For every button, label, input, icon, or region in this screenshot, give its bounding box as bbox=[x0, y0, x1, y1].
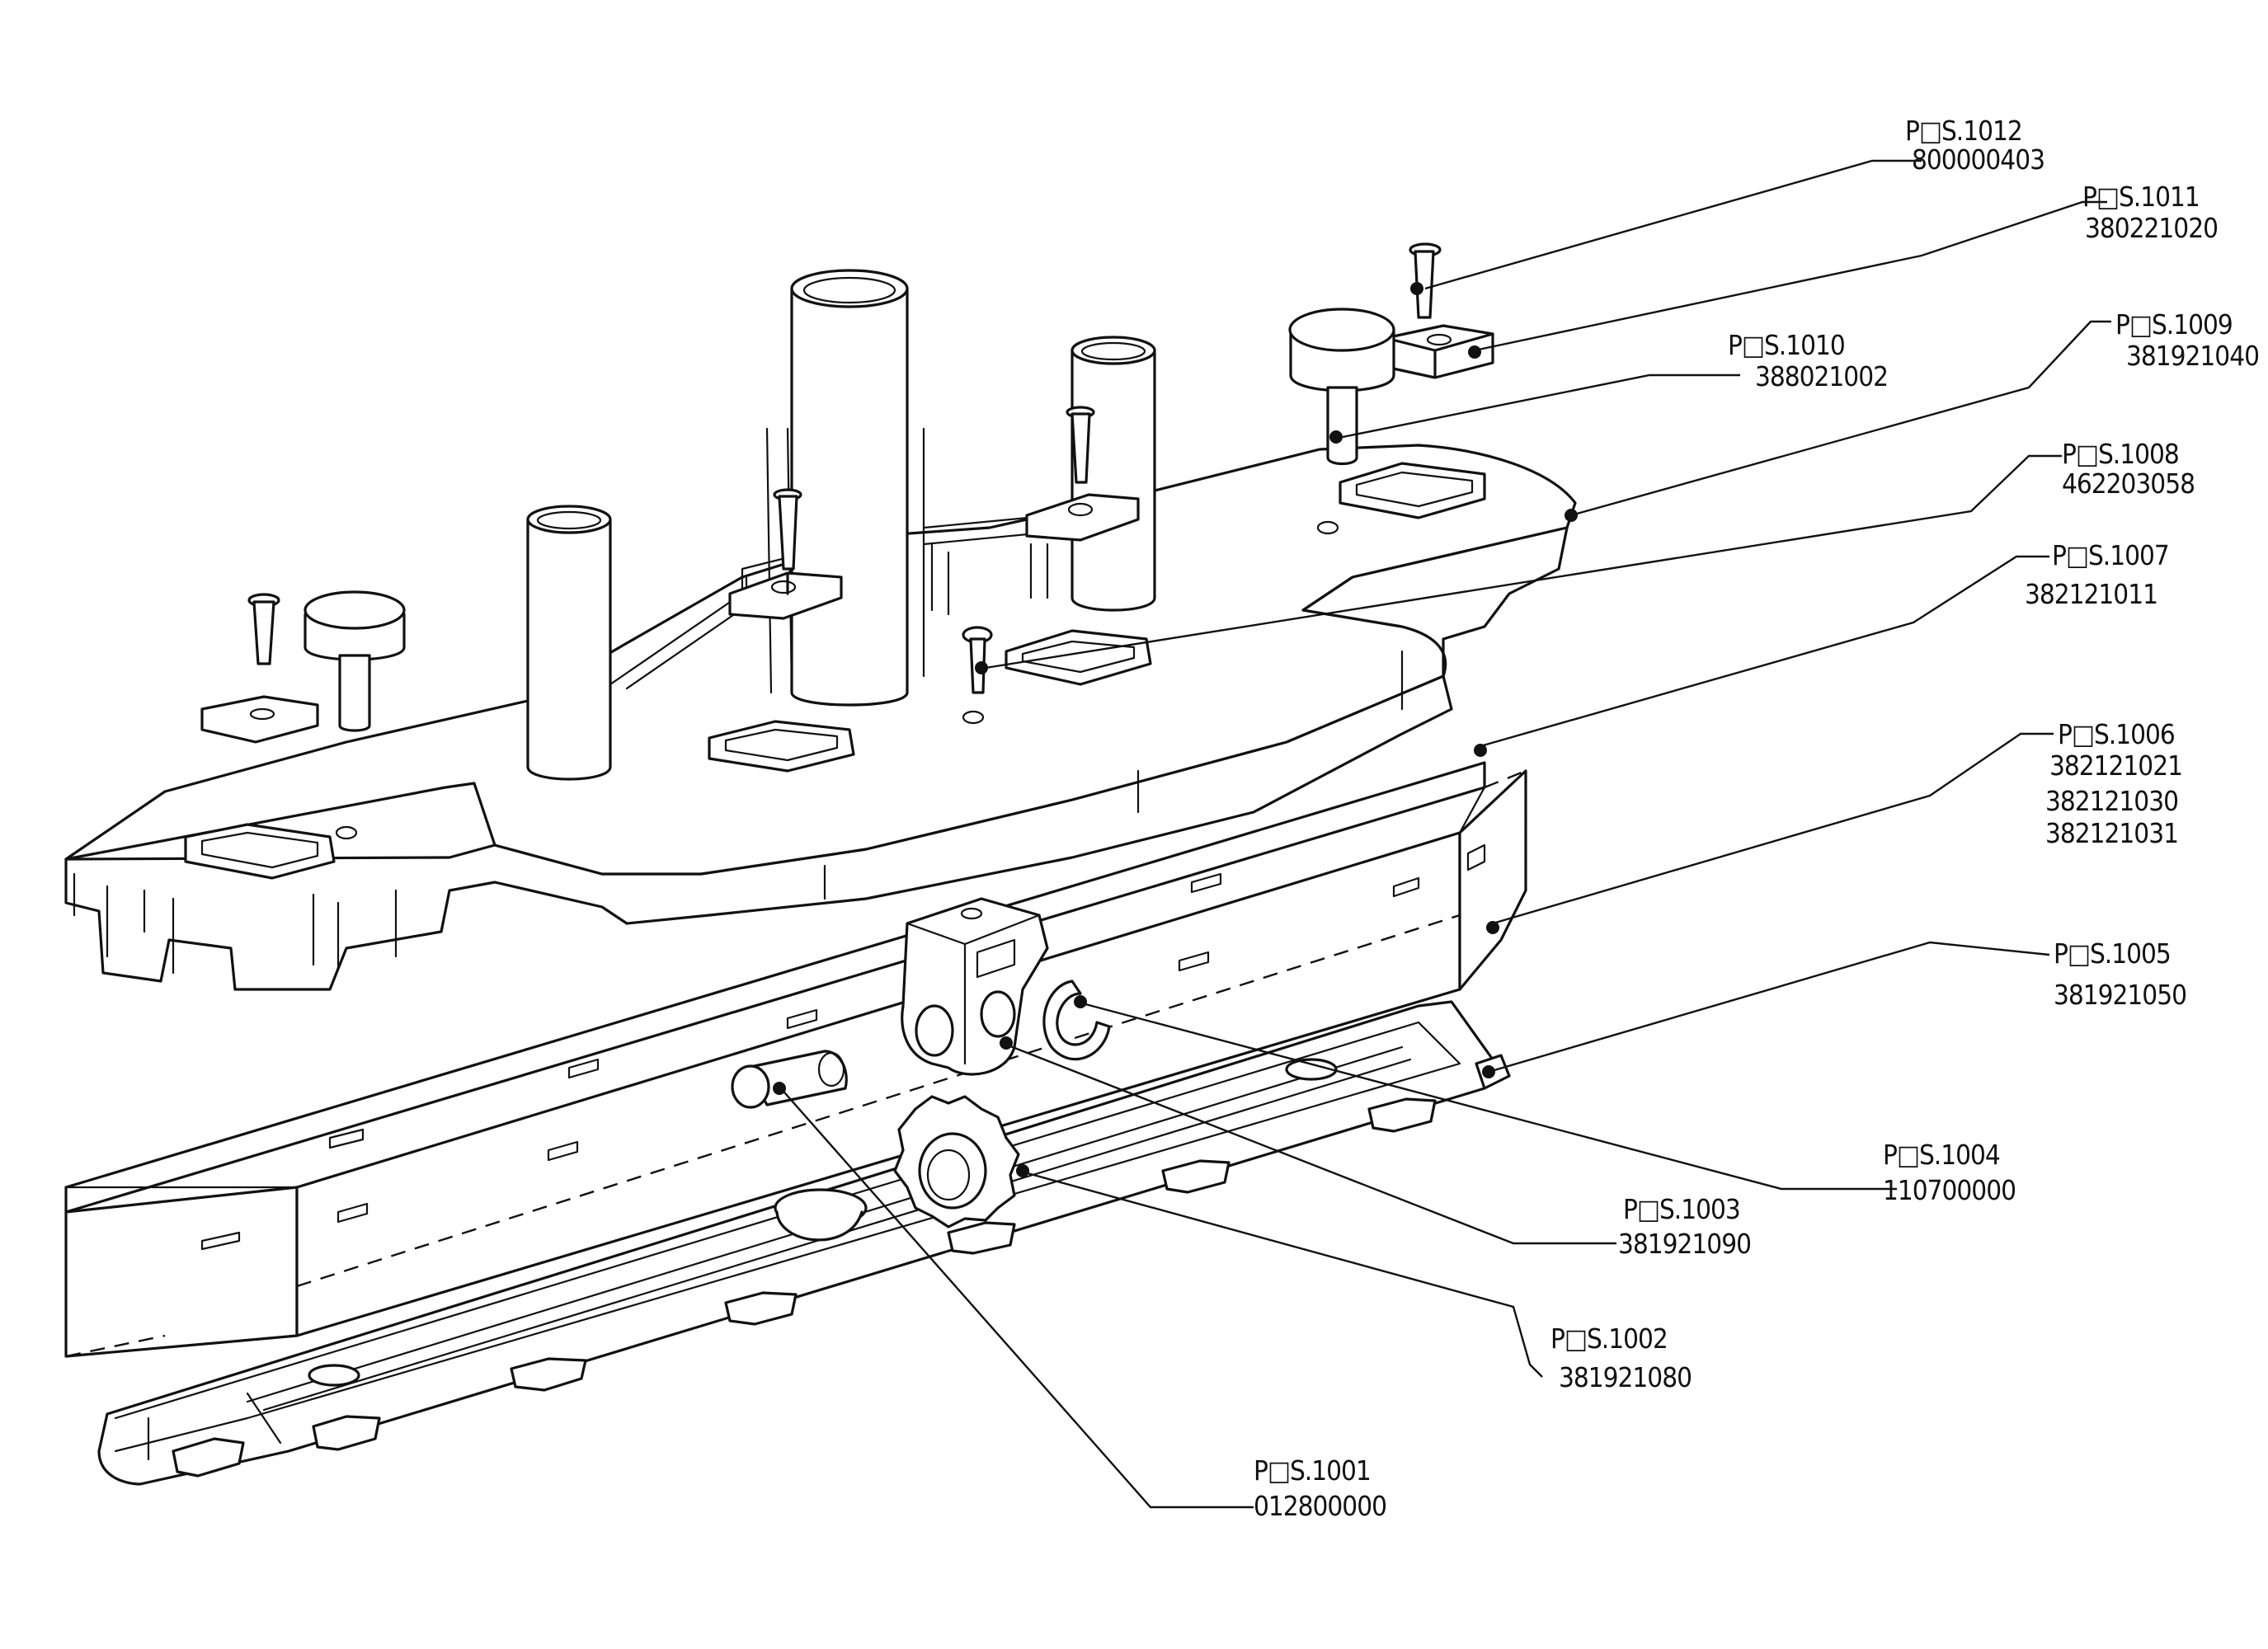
screw-1012 bbox=[1409, 242, 1442, 319]
callout-1008-code: 462203058 bbox=[2062, 467, 2195, 500]
callout-1004-code: 110700000 bbox=[1883, 1174, 2016, 1206]
callout-1006-code-3: 382121031 bbox=[2045, 817, 2178, 849]
leader-1010 bbox=[1342, 373, 1740, 439]
callout-1011-pos: P□S.1011 bbox=[2082, 181, 2200, 213]
knob-1010 bbox=[1288, 308, 1395, 466]
callout-1008-pos: P□S.1008 bbox=[2062, 438, 2179, 470]
leader-lines bbox=[779, 159, 2111, 1509]
callout-1004-pos: P□S.1004 bbox=[1883, 1139, 2000, 1171]
leader-1007 bbox=[1480, 555, 2049, 748]
callout-1003-code: 381921090 bbox=[1618, 1228, 1751, 1260]
right-screw bbox=[1066, 406, 1095, 484]
block-mid bbox=[728, 571, 843, 620]
top-plate-hole-3 bbox=[1316, 520, 1339, 535]
left-screw bbox=[247, 593, 280, 665]
latch-pads bbox=[184, 462, 1486, 880]
callout-1012-pos: P□S.1012 bbox=[1905, 115, 2022, 147]
callout-1006-code-1: 382121021 bbox=[2049, 749, 2182, 782]
channel-hidden-edge bbox=[65, 769, 1527, 1358]
leader-1003 bbox=[1001, 1041, 1616, 1245]
pin-1001 bbox=[731, 1050, 848, 1109]
leader-1006 bbox=[1492, 732, 2054, 925]
circlip-1003 bbox=[1042, 980, 1111, 1061]
leader-1008 bbox=[985, 454, 2062, 669]
callout-1002-pos: P□S.1002 bbox=[1550, 1322, 1668, 1355]
top-plate-hole-2 bbox=[962, 710, 985, 725]
tall-tube bbox=[790, 269, 909, 707]
callout-1001-code: 012800000 bbox=[1254, 1490, 1386, 1522]
callout-1006-pos: P□S.1006 bbox=[2058, 718, 2175, 750]
leader-1005 bbox=[1488, 941, 2050, 1073]
bottom-rail bbox=[97, 1000, 1511, 1486]
callout-1011-code: 380221020 bbox=[2085, 212, 2218, 244]
callout-1006-code-2: 382121030 bbox=[2045, 785, 2178, 817]
block-right bbox=[1025, 493, 1140, 542]
callout-1001-pos: P□S.1001 bbox=[1254, 1454, 1371, 1487]
leader-dots bbox=[773, 282, 1578, 1177]
callout-1002-code: 381921080 bbox=[1559, 1361, 1692, 1393]
channel-slots bbox=[200, 843, 1486, 1251]
left-knob bbox=[303, 590, 406, 732]
leader-1001 bbox=[779, 1086, 1254, 1509]
callout-1007-code: 382121011 bbox=[2025, 578, 2157, 610]
callout-1010-code: 388021002 bbox=[1755, 360, 1888, 392]
channel-right-face bbox=[1458, 769, 1527, 991]
leader-1004 bbox=[1075, 1000, 1897, 1191]
callout-1007-pos: P□S.1007 bbox=[2052, 539, 2169, 571]
leader-1011 bbox=[1474, 200, 2107, 352]
gear-1002 bbox=[893, 1095, 1020, 1229]
callout-1012-code: 800000403 bbox=[1912, 143, 2044, 176]
left-tube bbox=[526, 505, 612, 781]
leader-1002 bbox=[1018, 1169, 1543, 1378]
mid-screw bbox=[773, 488, 802, 571]
channel-face bbox=[64, 1186, 299, 1358]
callout-labels: P□S.1012 800000403 P□S.1011 380221020 P□… bbox=[1254, 115, 2260, 1522]
callout-1003-pos: P□S.1003 bbox=[1623, 1193, 1740, 1225]
callout-1009-pos: P□S.1009 bbox=[2115, 308, 2233, 341]
callout-1010-pos: P□S.1010 bbox=[1728, 329, 1845, 361]
channel-profile bbox=[64, 761, 1527, 1358]
callout-1009-code: 381921040 bbox=[2126, 340, 2259, 372]
callout-1005-pos: P□S.1005 bbox=[2054, 937, 2171, 970]
leader-1012 bbox=[1424, 159, 1922, 290]
callout-1005-code: 381921050 bbox=[2054, 979, 2186, 1011]
top-plate-ribs bbox=[73, 650, 1404, 975]
rail-clips bbox=[172, 1097, 1437, 1478]
washer-block-1011 bbox=[1384, 324, 1494, 379]
top-plate-hole-1 bbox=[335, 825, 358, 840]
leader-1009 bbox=[1570, 320, 2111, 517]
